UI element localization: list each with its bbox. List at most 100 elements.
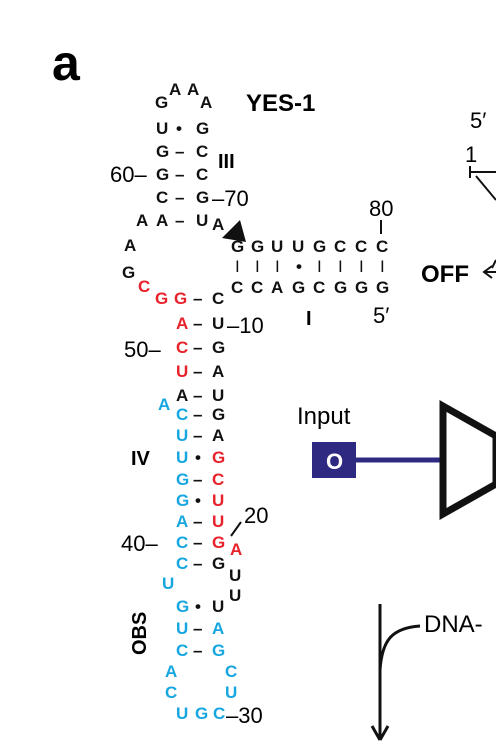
nt: U xyxy=(196,211,208,230)
nt: C xyxy=(176,338,188,357)
nt: I xyxy=(338,257,343,276)
nt: C xyxy=(176,533,188,552)
nt: C xyxy=(156,188,168,207)
nt: U xyxy=(212,597,224,616)
index-30: –30 xyxy=(226,703,263,728)
nt: – xyxy=(175,142,184,161)
nt: A xyxy=(124,236,136,255)
nt: – xyxy=(193,470,202,489)
nt: – xyxy=(175,211,184,230)
nt: G xyxy=(156,142,169,161)
off-bracket xyxy=(491,259,496,269)
nt: U xyxy=(212,491,224,510)
nt: – xyxy=(193,362,202,381)
nt: U xyxy=(176,704,188,723)
input-box xyxy=(312,442,356,478)
nt: – xyxy=(193,386,202,405)
nt: U xyxy=(225,683,237,702)
stem-IV: C G G – C A – U C – G U – A A – U A C – … xyxy=(138,277,242,605)
panel-label: a xyxy=(52,35,81,91)
nt: A xyxy=(212,215,224,234)
nt: G xyxy=(355,278,368,297)
nt: – xyxy=(193,314,202,333)
nt: G xyxy=(231,237,244,256)
off-arrowhead-icon xyxy=(482,265,493,279)
nt: C xyxy=(212,289,224,308)
nt: C xyxy=(313,278,325,297)
nt: • xyxy=(176,119,182,138)
nt: • xyxy=(195,491,201,510)
construct-title: YES-1 xyxy=(246,90,315,117)
nt: U xyxy=(292,237,304,256)
off-label: OFF xyxy=(421,261,469,288)
nt: A xyxy=(169,80,181,99)
strand-line xyxy=(469,166,496,201)
nt: C xyxy=(176,554,188,573)
five-prime-stem: 5′ xyxy=(373,303,389,328)
nt: A xyxy=(230,540,242,559)
nt: G xyxy=(313,237,326,256)
nt: G xyxy=(176,597,189,616)
nt: A xyxy=(136,211,148,230)
nt: A xyxy=(176,314,188,333)
nt: C xyxy=(165,683,177,702)
nt: – xyxy=(193,338,202,357)
nt: A xyxy=(156,211,168,230)
nt: G xyxy=(376,278,389,297)
nt: C xyxy=(138,277,150,296)
gate-triangle-icon xyxy=(439,399,496,521)
obs-stem: G • U U – A C – G A C C U U G C xyxy=(165,597,237,723)
dna-arrow xyxy=(370,604,390,741)
nt: G xyxy=(195,704,208,723)
nt: G xyxy=(176,491,189,510)
nt: I xyxy=(235,257,240,276)
nt: • xyxy=(296,257,302,276)
nt: C xyxy=(376,237,388,256)
nt: C xyxy=(251,278,263,297)
dna-arrow-branch xyxy=(378,624,421,671)
nt: G xyxy=(251,237,264,256)
nt: U xyxy=(229,586,241,605)
nt: A xyxy=(212,426,224,445)
nt: G xyxy=(196,119,209,138)
stem-I-label: I xyxy=(306,308,312,330)
nt: U xyxy=(212,512,224,531)
nt: C xyxy=(334,237,346,256)
dna-label: DNA- xyxy=(424,611,483,638)
nt: A xyxy=(212,619,224,638)
nt: U xyxy=(176,448,188,467)
index-70: –70 xyxy=(212,186,249,211)
stem-IV-label: IV xyxy=(131,448,151,470)
index-80: 80 xyxy=(369,196,393,221)
nt: – xyxy=(193,554,202,573)
nt: U xyxy=(229,566,241,585)
nt: – xyxy=(175,188,184,207)
nt: – xyxy=(193,405,202,424)
nt: – xyxy=(193,426,202,445)
input-label: Input xyxy=(297,403,351,430)
nt: – xyxy=(193,641,202,660)
nt: A xyxy=(176,512,188,531)
nt: A xyxy=(200,93,212,112)
nt: C xyxy=(196,165,208,184)
nt: U xyxy=(271,237,283,256)
nt: U xyxy=(162,574,174,593)
index-10: –10 xyxy=(227,313,264,338)
nt: – xyxy=(193,512,202,531)
nt: G xyxy=(155,93,168,112)
nt: G xyxy=(155,289,168,308)
nt: I xyxy=(380,257,385,276)
nt: A xyxy=(271,278,283,297)
nt: C xyxy=(176,641,188,660)
input-box-symbol: O xyxy=(326,449,343,474)
nt: A xyxy=(212,362,224,381)
nt: I xyxy=(275,257,280,276)
nt: U xyxy=(176,362,188,381)
nt: A xyxy=(176,386,188,405)
nt: C xyxy=(176,405,188,424)
stem-I: G G U U G C C C I I I • I I I I C C A G … xyxy=(231,237,389,297)
nt: G xyxy=(176,470,189,489)
nt: G xyxy=(156,165,169,184)
nt: G xyxy=(292,278,305,297)
